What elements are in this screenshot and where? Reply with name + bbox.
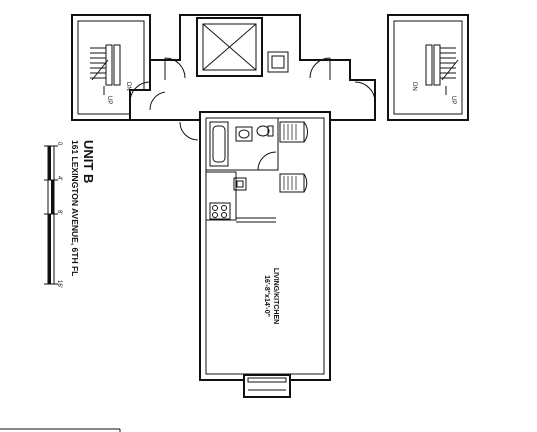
- scale-tick-0: 0: [56, 142, 62, 146]
- bathroom: [205, 117, 279, 171]
- title-block: UNIT B: [81, 140, 96, 183]
- sink-icon: [235, 126, 253, 142]
- right-stair-up-label: UP: [450, 96, 456, 104]
- left-stairwell: DN UP: [71, 14, 151, 121]
- room-name: LIVING/KITCHEN: [272, 268, 279, 324]
- door-swing-icon: [164, 57, 186, 79]
- unit-title: UNIT B: [81, 140, 96, 183]
- right-stairwell: DN UP: [387, 14, 469, 121]
- toilet-icon: [256, 125, 270, 137]
- closets: [279, 121, 308, 193]
- address-line: 161 LEXINGTON AVENUE, 6TH FL: [70, 140, 80, 276]
- left-stair-up-label: UP: [106, 96, 112, 104]
- left-stair-treads: [90, 44, 121, 95]
- room-label: LIVING/KITCHEN 16'-8"x14'-0": [263, 268, 279, 324]
- right-stair-down-label: DN: [411, 82, 417, 91]
- unit-b: LIVING/KITCHEN 16'-8"x14'-0": [199, 111, 331, 398]
- elevator-icon: [202, 23, 257, 71]
- bathtub-icon: [209, 121, 229, 167]
- elevator-core: [129, 14, 376, 121]
- scale-tick-4: 4': [56, 176, 62, 180]
- stove-icon: [233, 177, 247, 191]
- scale-tick-16: 16': [56, 280, 62, 288]
- right-stair-treads: [425, 44, 459, 95]
- address-block: 161 LEXINGTON AVENUE, 6TH FL: [70, 140, 80, 276]
- room-dimensions: 16'-8"x14'-0": [263, 275, 270, 317]
- window: [243, 374, 291, 398]
- closet-icon: [279, 121, 305, 143]
- scale-tick-8: 8': [56, 210, 62, 214]
- compass-scale-icon: [44, 145, 58, 285]
- left-stair-down-label: DN: [125, 82, 131, 91]
- kitchen: [205, 171, 276, 223]
- scale-bar: 0 4' 8' 16': [44, 142, 62, 288]
